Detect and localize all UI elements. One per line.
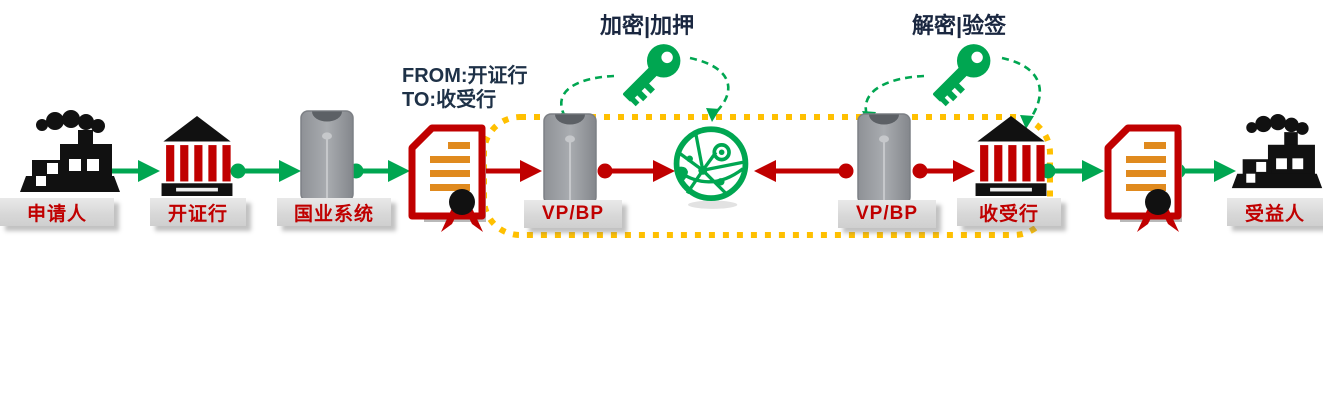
server-icon: [543, 113, 597, 205]
applicant-node: [18, 110, 122, 199]
arrow-issuing-bank-to-guoye-system: [230, 160, 301, 182]
encrypt-key-node: [606, 34, 694, 127]
guoye-system-label-text: 国业系统: [293, 203, 374, 225]
receiving-bank-label: 收受行: [957, 198, 1061, 226]
arrow-vpbp-left-to-globe: [597, 160, 675, 182]
to-line: TO:收受行: [402, 89, 497, 111]
curve-decrypt-key-to-receiving-bank: [1001, 56, 1042, 123]
beneficiary-label-text: 受益人: [1244, 203, 1305, 225]
guoye-system-label: 国业系统: [277, 198, 391, 226]
from-line: FROM:开证行: [402, 65, 528, 87]
certificate-document-icon: [1104, 124, 1182, 232]
network-node: [670, 124, 752, 215]
issuing-bank-label: 开证行: [150, 198, 246, 226]
issuing-bank-node: [158, 116, 236, 201]
secure-zone-dotted-border: [481, 114, 1053, 238]
receiving-bank-node: [972, 116, 1050, 201]
beneficiary-node: [1230, 110, 1323, 199]
key-icon: [623, 44, 681, 107]
receiving-bank-label-text: 收受行: [978, 203, 1039, 225]
globe-network-icon: [673, 126, 749, 209]
guoye-system-node: [300, 110, 354, 207]
key-dashed-curves: [560, 56, 1042, 123]
vpbp-left-label: VP/BP: [524, 200, 622, 228]
red-arrows: [470, 160, 975, 182]
arrow-vpbp-right-to-receiving-bank: [912, 160, 975, 182]
bank-icon: [975, 116, 1047, 196]
lc-document-left-node: [404, 124, 492, 243]
server-icon: [300, 110, 354, 202]
arrow-guoye-system-to-document: [348, 160, 410, 182]
vpbp-left-label-text: VP/BP: [541, 203, 605, 224]
curve-encrypt-key-to-globe: [689, 56, 730, 115]
lc-document-right-node: [1100, 124, 1188, 243]
vpbp-left-node: [542, 113, 598, 210]
vpbp-right-label-text: VP/BP: [855, 203, 919, 224]
encrypt-key-label: 加密|加押: [600, 13, 695, 38]
arrow-vpbp-right-to-globe: [754, 160, 854, 182]
certificate-document-icon: [408, 124, 486, 232]
vpbp-right-label: VP/BP: [838, 200, 936, 228]
from-to-annotation: FROM:开证行 TO:收受行: [402, 64, 528, 112]
applicant-label-text: 申请人: [26, 203, 87, 225]
factory-icon: [1231, 114, 1323, 189]
curve-decrypt-key-to-vpbp-right: [864, 74, 925, 119]
applicant-label: 申请人: [0, 198, 114, 226]
issuing-bank-label-text: 开证行: [167, 203, 228, 225]
vpbp-right-node: [856, 113, 912, 210]
bank-icon: [161, 116, 233, 196]
decrypt-key-label: 解密|验签: [912, 13, 1007, 38]
factory-icon: [20, 110, 120, 192]
key-icon: [933, 44, 991, 107]
server-icon: [857, 113, 911, 205]
beneficiary-label: 受益人: [1227, 198, 1323, 226]
decrypt-key-node: [916, 34, 1004, 127]
curve-encrypt-key-to-vpbp-left: [560, 74, 615, 121]
